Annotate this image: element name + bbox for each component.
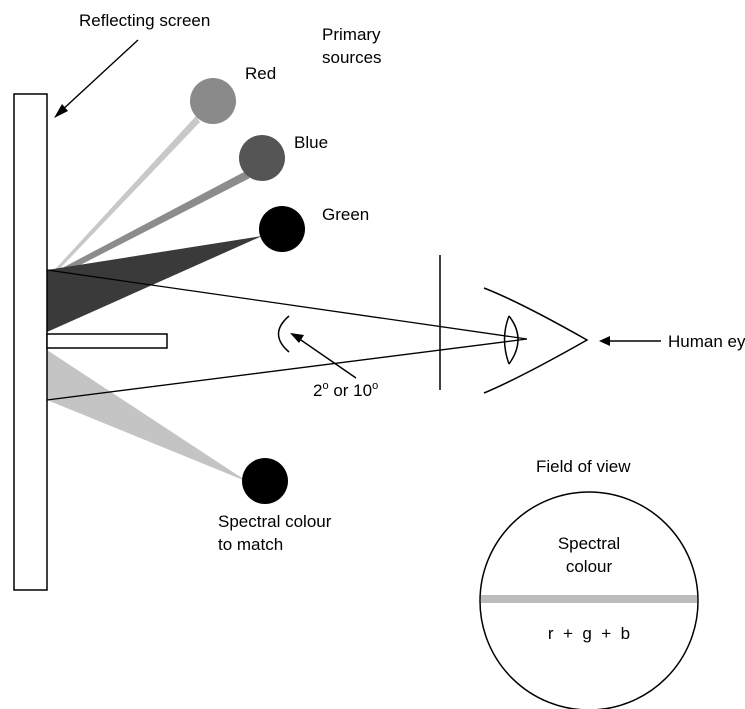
lower-sight-line	[46, 338, 528, 401]
blue-beam	[47, 172, 250, 282]
screen-arrow-head	[54, 104, 68, 118]
red-label: Red	[245, 64, 276, 83]
eye-arrow-head	[599, 336, 610, 346]
divider-plate	[46, 333, 168, 349]
spectral-source	[242, 458, 288, 504]
fov-spectral-label-line2: colour	[566, 557, 613, 576]
upper-sight-line	[46, 269, 528, 340]
green-label: Green	[322, 205, 369, 224]
angle-label: 2o or 10o	[313, 380, 378, 400]
primary-sources-label-line1: Primary	[322, 25, 381, 44]
green-beam	[47, 236, 262, 332]
blue-source	[239, 135, 285, 181]
human-eye-label: Human eye	[668, 332, 745, 351]
spectral-beam	[47, 350, 248, 482]
red-beam	[47, 116, 200, 282]
reflecting-screen	[13, 93, 48, 591]
angle-arrow-head	[290, 333, 304, 343]
blue-label: Blue	[294, 133, 328, 152]
red-source	[190, 78, 236, 124]
fov-spectral-label-line1: Spectral	[558, 534, 620, 553]
human-eye-icon	[483, 287, 589, 394]
spectral-match-label-line1: Spectral colour	[218, 512, 332, 531]
angle-arc	[277, 315, 290, 353]
spectral-match-label-line2: to match	[218, 535, 283, 554]
screen-arrow-shaft	[59, 39, 139, 113]
reflecting-screen-label: Reflecting screen	[79, 11, 210, 30]
angle-arrow-shaft	[297, 337, 357, 379]
green-source	[259, 206, 305, 252]
fov-mix-label: r + g + b	[548, 624, 630, 643]
field-of-view-label: Field of view	[536, 457, 631, 476]
primary-sources-label-line2: sources	[322, 48, 382, 67]
